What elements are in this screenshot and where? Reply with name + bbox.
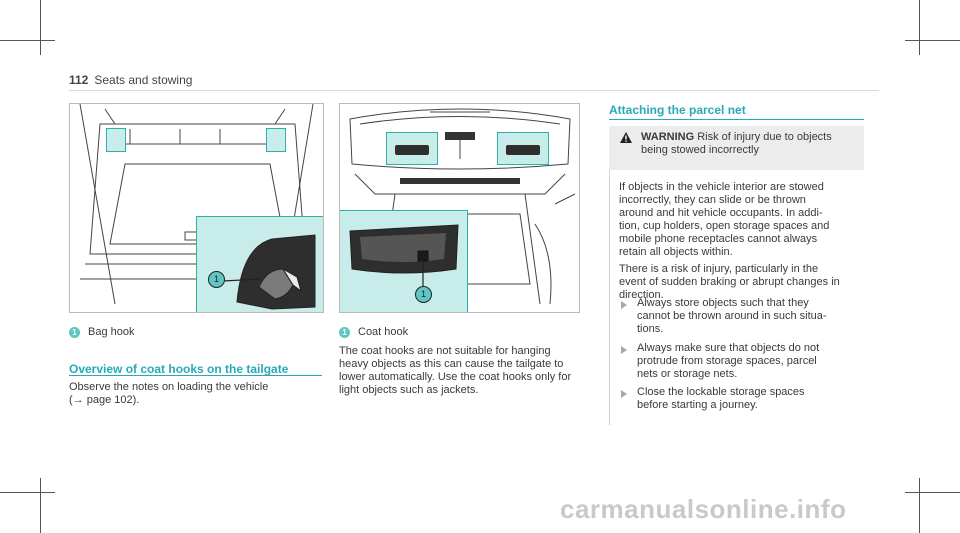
warning-line: mobile phone receptacles cannot always <box>619 233 818 245</box>
bullet-line: before starting a journey. <box>637 399 758 411</box>
bullet-item: Always make sure that objects do not pro… <box>637 342 867 381</box>
page-reference-link[interactable]: (→ page 102). <box>69 394 140 406</box>
crop-mark <box>905 40 960 41</box>
coat-hook-note: The coat hooks are not suitable for hang… <box>339 345 579 397</box>
warning-title: WARNING Risk of injury due to objects be… <box>641 131 861 157</box>
warning-triangle-icon <box>620 132 632 143</box>
bullet-line: Always make sure that objects do not <box>637 342 820 354</box>
warning-title-line: Risk of injury due to objects <box>697 131 832 143</box>
note-line: The coat hooks are not suitable for hang… <box>339 345 551 357</box>
overview-text: Observe the notes on loading the vehicle… <box>69 381 322 407</box>
bag-hook-figure: 1 <box>69 103 324 313</box>
warning-line: retain all objects within. <box>619 246 733 258</box>
warning-line: direction. <box>619 289 664 301</box>
bullet-arrow-icon <box>621 346 627 354</box>
bullet-arrow-icon <box>621 301 627 309</box>
section-title: Seats and stowing <box>94 73 193 87</box>
bullet-line: Close the lockable storage spaces <box>637 386 805 398</box>
bullet-line: protrude from storage spaces, parcel <box>637 355 817 367</box>
coat-hook-highlight-left <box>386 132 438 165</box>
crop-mark <box>40 0 41 55</box>
crop-mark <box>0 40 55 41</box>
warning-title-line: being stowed incorrectly <box>641 144 760 156</box>
section-rule <box>69 375 322 376</box>
page-number: 112 <box>69 73 89 87</box>
warning-line: There is a risk of injury, particularly … <box>619 263 819 275</box>
bullet-item: Always store objects such that they cann… <box>637 297 867 336</box>
warning-line: incorrectly, they can slide or be thrown <box>619 194 806 206</box>
warning-paragraph-1: If objects in the vehicle interior are s… <box>619 181 869 259</box>
bullet-line: cannot be thrown around in such situa- <box>637 310 827 322</box>
crop-mark <box>905 492 960 493</box>
watermark: carmanualsonline.info <box>560 494 847 524</box>
bullet-line: Always store objects such that they <box>637 297 809 309</box>
note-line: heavy objects as this can cause the tail… <box>339 358 564 370</box>
coat-hook-detail-drawing <box>349 224 459 286</box>
caption-callout-1: 1 <box>339 326 350 338</box>
bullet-line: nets or storage nets. <box>637 368 738 380</box>
callout-1-figure2: 1 <box>415 286 432 303</box>
overview-line: Observe the notes on loading the vehicle <box>69 381 269 393</box>
bullet-line: tions. <box>637 323 664 335</box>
figure2-caption: 1 Coat hook <box>339 326 408 338</box>
crop-mark <box>919 478 920 533</box>
warning-line: around and hit vehicle occupants. In add… <box>619 207 823 219</box>
warning-label: WARNING <box>641 131 695 143</box>
warning-rule <box>609 170 610 425</box>
bullet-item: Close the lockable storage spaces before… <box>637 386 867 412</box>
note-line: light objects such as jackets. <box>339 384 479 396</box>
bag-hook-detail-drawing <box>222 234 316 310</box>
warning-paragraph-2: There is a risk of injury, particularly … <box>619 263 869 302</box>
note-line: lower automatically. Use the coat hooks … <box>339 371 572 383</box>
crop-mark <box>919 0 920 55</box>
hook-highlight-left <box>106 128 126 152</box>
coat-hook-detail: 1 <box>340 210 468 312</box>
page-header: 112 Seats and stowing <box>69 73 192 87</box>
bag-hook-detail: 1 <box>196 216 323 312</box>
warning-line: If objects in the vehicle interior are s… <box>619 181 824 193</box>
section-heading-parcel-net: Attaching the parcel net <box>609 103 746 117</box>
callout-1-figure1: 1 <box>208 271 225 288</box>
caption-callout-1: 1 <box>69 326 80 338</box>
section-heading-coat-hooks: Overview of coat hooks on the tailgate <box>69 362 289 376</box>
coat-hook-highlight-right <box>497 132 549 165</box>
section-rule <box>609 119 864 120</box>
figure1-caption: 1 Bag hook <box>69 326 134 338</box>
header-rule <box>69 90 879 91</box>
crop-mark <box>40 478 41 533</box>
bullet-arrow-icon <box>621 390 627 398</box>
caption-text: Coat hook <box>358 326 409 338</box>
warning-line: tion, cup holders, open storage spaces a… <box>619 220 830 232</box>
crop-mark <box>0 492 55 493</box>
warning-header <box>609 126 864 170</box>
coat-hook-figure: 1 <box>339 103 580 313</box>
warning-line: event of sudden braking or abrupt change… <box>619 276 840 288</box>
hook-highlight-right <box>266 128 286 152</box>
caption-text: Bag hook <box>88 326 135 338</box>
